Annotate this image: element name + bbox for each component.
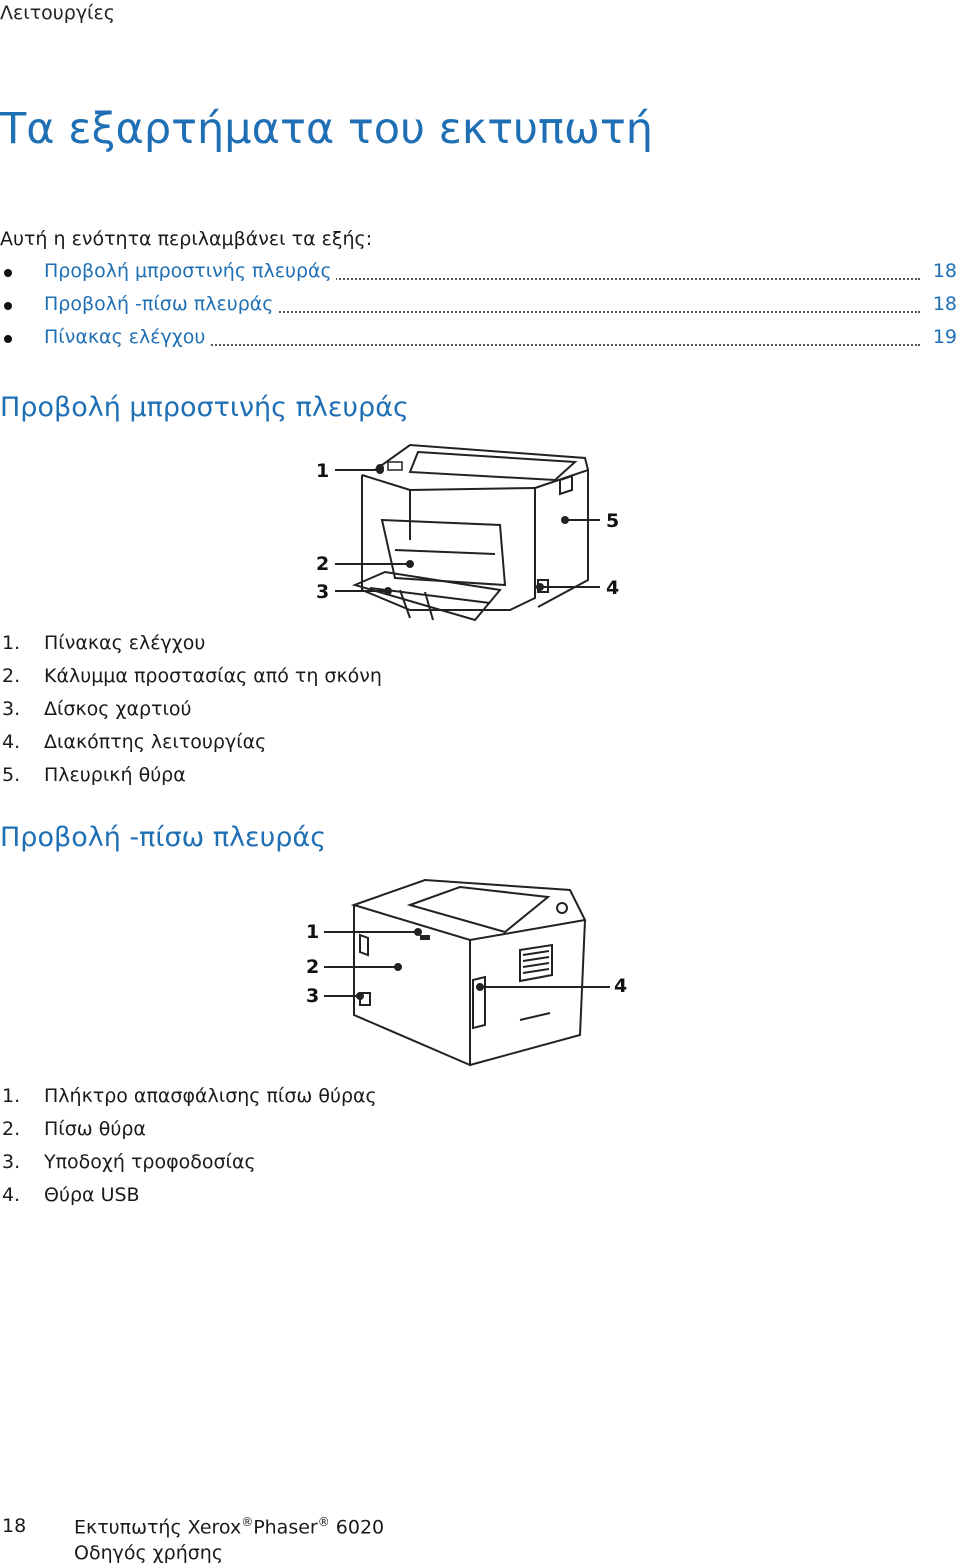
footer-product-name: Εκτυπωτής Xerox®Phaser® 6020 [74, 1515, 384, 1538]
legend-text: Κάλυμμα προστασίας από τη σκόνη [44, 665, 382, 687]
page-title: Τα εξαρτήματα του εκτυπωτή [0, 104, 654, 154]
toc-page-number[interactable]: 18 [928, 260, 957, 282]
printer-rear-drawing [350, 878, 587, 1067]
legend-number: 2. [2, 665, 21, 687]
toc-leader [44, 311, 920, 313]
printer-front-drawing [352, 443, 589, 622]
front-view-illustration [300, 440, 640, 630]
footer-guide-title: Οδηγός χρήσης [74, 1542, 223, 1564]
legend-text: Πλευρική θύρα [44, 764, 186, 786]
legend-number: 4. [2, 1184, 21, 1206]
section-heading-rear: Προβολή -πίσω πλευράς [0, 822, 327, 853]
callout-number: 5 [606, 510, 620, 532]
toc-page-number[interactable]: 18 [928, 293, 957, 315]
registered-mark: ® [241, 1515, 254, 1529]
toc-link-front[interactable]: Προβολή μπροστινής πλευράς [44, 260, 336, 282]
section-heading-front: Προβολή μπροστινής πλευράς [0, 392, 409, 423]
legend-number: 5. [2, 764, 21, 786]
legend-text: Πίνακας ελέγχου [44, 632, 206, 654]
rear-view-illustration [340, 875, 600, 1070]
callout-leader-lines [335, 466, 600, 595]
legend-number: 1. [2, 632, 21, 654]
callout-leader-lines [324, 928, 610, 1000]
legend-number: 2. [2, 1118, 21, 1140]
callout-number: 1 [306, 921, 320, 943]
legend-number: 4. [2, 731, 21, 753]
legend-number: 3. [2, 1151, 21, 1173]
toc-page-number[interactable]: 19 [928, 326, 957, 348]
toc-link-control-panel[interactable]: Πίνακας ελέγχου [44, 326, 210, 348]
toc-leader [44, 344, 920, 346]
legend-text: Δίσκος χαρτιού [44, 698, 192, 720]
legend-text: Πλήκτρο απασφάλισης πίσω θύρας [44, 1085, 377, 1107]
footer-page-number: 18 [2, 1515, 27, 1537]
intro-text: Αυτή η ενότητα περιλαμβάνει τα εξής: [0, 228, 373, 250]
bullet-icon [4, 335, 12, 343]
footer-product-prefix: Εκτυπωτής Xerox [74, 1516, 242, 1539]
footer-product-series: Phaser [253, 1516, 318, 1539]
legend-number: 1. [2, 1085, 21, 1107]
toc-leader [44, 278, 920, 280]
toc-item[interactable]: Πίνακας ελέγχου 19 [0, 324, 960, 357]
callout-number: 4 [614, 975, 628, 997]
chapter-header: Λειτουργίες [0, 2, 115, 24]
legend-text: Υποδοχή τροφοδοσίας [44, 1151, 256, 1173]
footer-model: 6020 [335, 1516, 385, 1539]
toc-list: Προβολή μπροστινής πλευράς 18 Προβολή -π… [0, 258, 960, 357]
legend-text: Θύρα USB [44, 1184, 140, 1206]
legend-text: Διακόπτης λειτουργίας [44, 731, 267, 753]
toc-item[interactable]: Προβολή -πίσω πλευράς 18 [0, 291, 960, 324]
legend-number: 3. [2, 698, 21, 720]
callout-number: 1 [316, 460, 330, 482]
toc-item[interactable]: Προβολή μπροστινής πλευράς 18 [0, 258, 960, 291]
callout-number: 3 [306, 985, 320, 1007]
legend-text: Πίσω θύρα [44, 1118, 146, 1140]
callout-number: 4 [606, 577, 620, 599]
callout-number: 2 [316, 553, 330, 575]
registered-mark: ® [317, 1515, 330, 1529]
bullet-icon [4, 269, 12, 277]
bullet-icon [4, 302, 12, 310]
callout-number: 2 [306, 956, 320, 978]
callout-number: 3 [316, 581, 330, 603]
toc-link-rear[interactable]: Προβολή -πίσω πλευράς [44, 293, 278, 315]
